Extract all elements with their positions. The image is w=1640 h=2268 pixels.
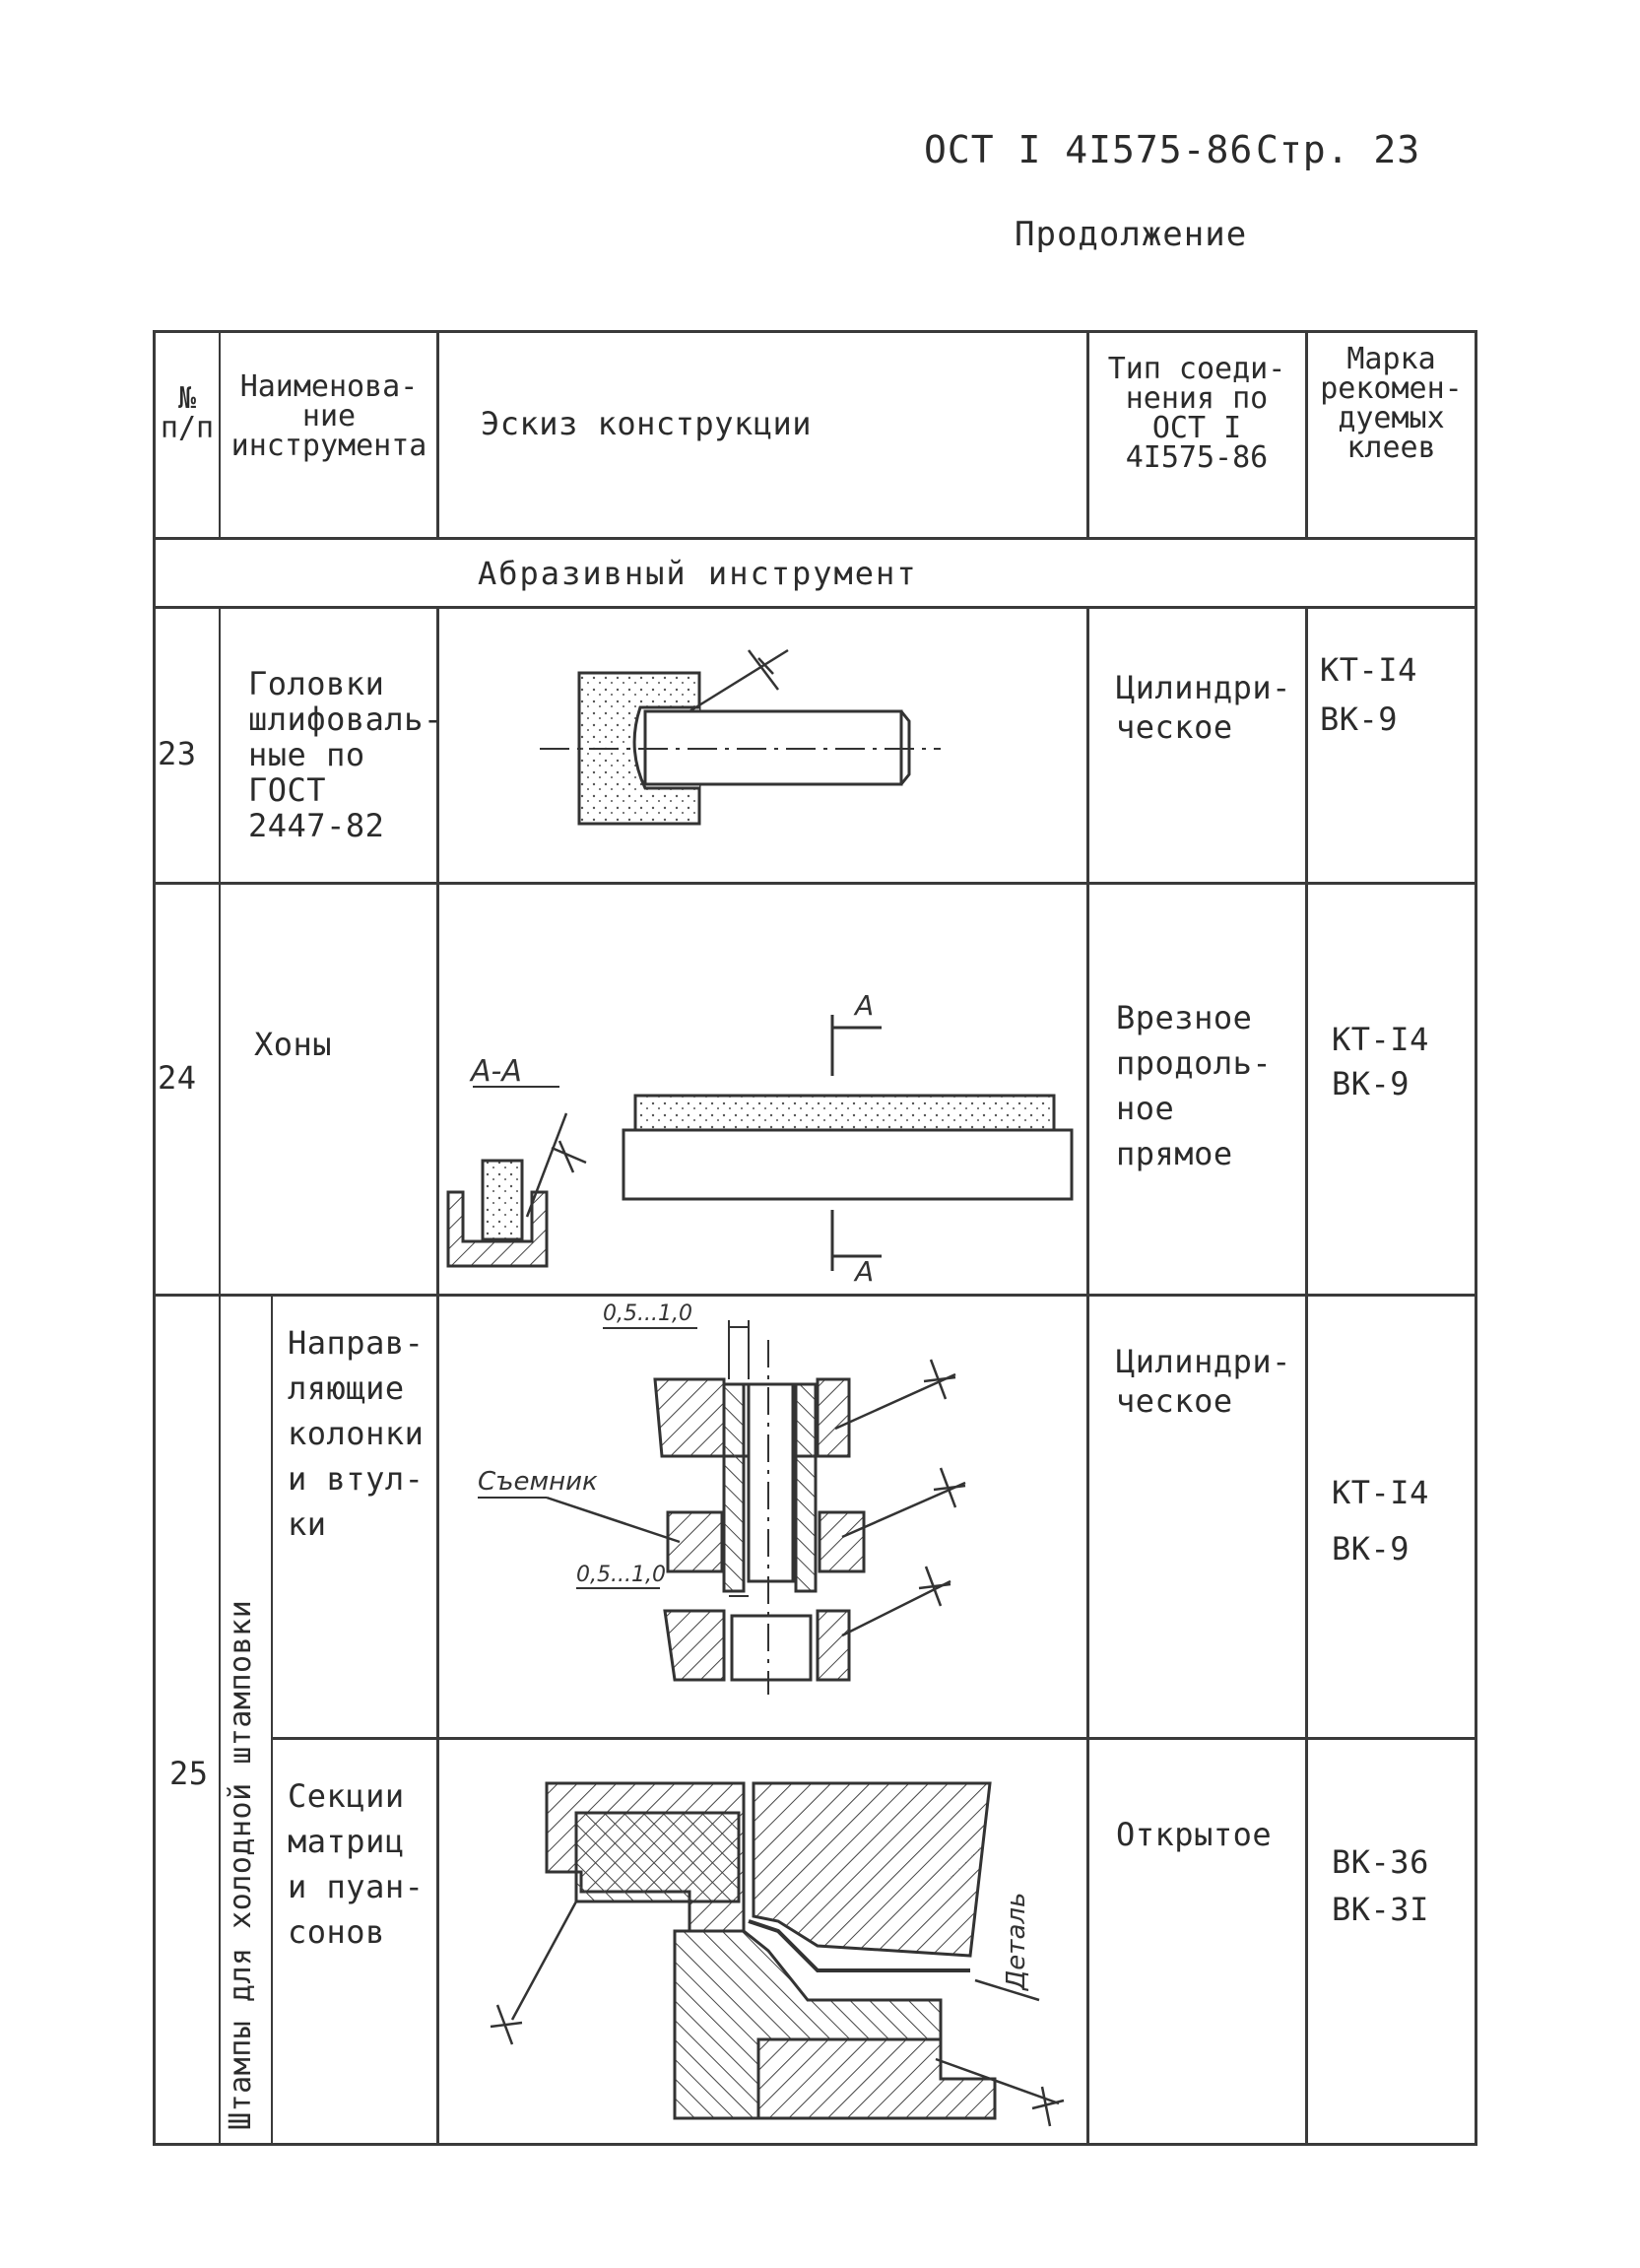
subrow-divider [271, 1737, 1477, 1740]
sketch-grinding-head [540, 648, 941, 826]
row-25b-name: Секции матриц и пуан- сонов [288, 1777, 425, 1951]
sketch-hone-section-label: А-А [469, 1054, 522, 1089]
section-bottom-border [153, 606, 1477, 609]
col-2-divider-header [436, 330, 439, 539]
sketch-guide-columns [478, 1320, 966, 1695]
page-number: Стр. 23 [1256, 128, 1421, 171]
header-bottom-border [153, 537, 1477, 540]
table-right-border [1475, 330, 1477, 2146]
row-25a-glue-2: ВК-9 [1332, 1530, 1410, 1568]
row-25a-glue-1: КТ-I4 [1332, 1474, 1429, 1511]
col-2-divider-body [436, 606, 439, 2146]
row-24-glue-1: КТ-I4 [1332, 1021, 1429, 1058]
group-divider [271, 1294, 273, 2146]
column-header-sketch: Эскиз конструкции [481, 405, 813, 442]
sketch-columns-dim-bottom: 0,5...1,0 [576, 1563, 666, 1587]
row-24-name: Хоны [254, 1026, 333, 1063]
sketch-die-sections [490, 1781, 1065, 2127]
row-25b-glue-2: ВК-3I [1332, 1891, 1429, 1928]
row-24-number: 24 [158, 1059, 197, 1097]
column-header-glues: Марка рекомен- дуемых клеев [1320, 342, 1463, 465]
col-4-divider-body [1305, 606, 1308, 2146]
column-header-joint: Тип соеди- нения по ОСТ I 4I575-86 [1107, 352, 1286, 475]
row-24-glue-2: ВК-9 [1332, 1065, 1410, 1102]
sketch-columns-stripper-label: Съемник [478, 1467, 598, 1497]
row-23-joint: Цилиндри- ческое [1116, 669, 1291, 746]
sketch-hone [446, 1015, 1074, 1271]
row-23-bottom-border [153, 882, 1477, 885]
col-3-divider-body [1086, 606, 1089, 2146]
row-24-bottom-border [153, 1294, 1477, 1297]
table-bottom-border [153, 2143, 1477, 2146]
row-25a-joint: Цилиндри- ческое [1116, 1343, 1291, 1420]
column-header-name: Наименова- ние инструмента [230, 369, 427, 463]
column-header-number: № п/п [160, 381, 215, 445]
row-23-number: 23 [158, 735, 197, 772]
row-23-name: Головки шлифоваль- ные по ГОСТ 2447-82 [248, 665, 443, 844]
sketch-hone-cut-top: А [853, 989, 874, 1022]
row-25b-glue-1: ВК-36 [1332, 1843, 1429, 1881]
section-title: Абразивный инструмент [478, 555, 918, 592]
row-24-joint: Врезное продоль- ное прямое [1116, 999, 1273, 1172]
sketch-hone-cut-bottom: А [853, 1255, 874, 1288]
row-25a-name: Направ- ляющие колонки и втул- ки [288, 1324, 425, 1543]
document-code: ОСТ I 4I575-86 [924, 128, 1254, 171]
row-23-glue-1: КТ-I4 [1320, 651, 1417, 689]
sketch-columns-dim-top: 0,5...1,0 [603, 1301, 692, 1326]
row-25-number: 25 [169, 1755, 209, 1792]
table-left-border [153, 330, 156, 2146]
sketch-die-part-label: Деталь [1002, 1893, 1031, 1991]
continuation-label: Продолжение [1015, 215, 1248, 254]
row-25b-joint: Открытое [1116, 1816, 1273, 1853]
row-23-glue-2: ВК-9 [1320, 700, 1399, 738]
col-1-divider-body [219, 606, 221, 2146]
col-4-divider-header [1305, 330, 1308, 539]
col-3-divider-header [1086, 330, 1089, 539]
table-top-border [153, 330, 1477, 333]
col-1-divider-header [219, 330, 221, 539]
